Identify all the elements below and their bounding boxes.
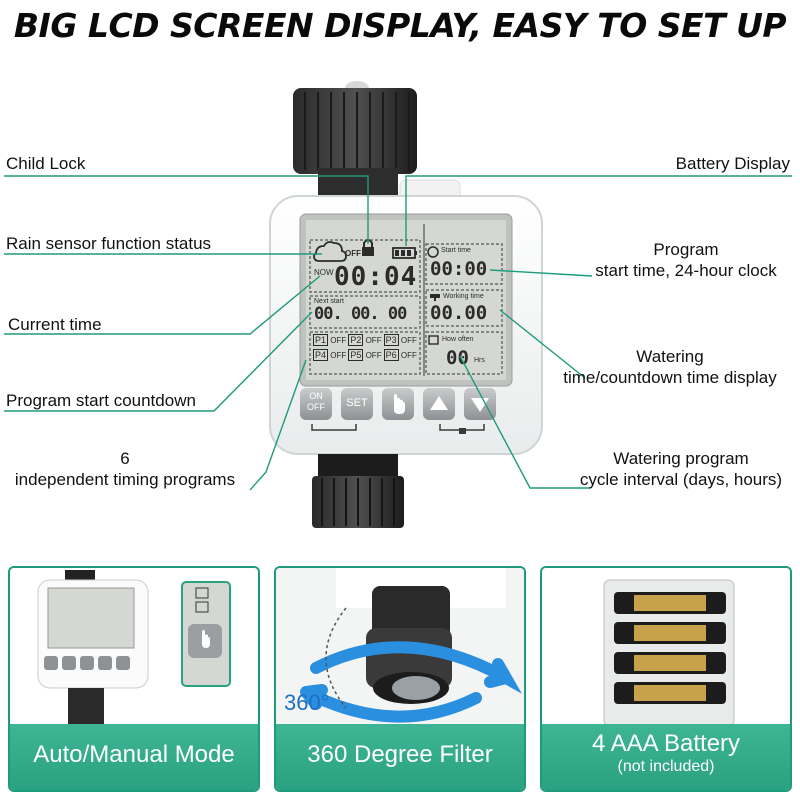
- callout-program-start: Program start time, 24-hour clock: [595, 240, 777, 280]
- battery-icon: [392, 247, 417, 259]
- program-slot: P1 OFF: [313, 334, 347, 346]
- lcd-clock: 00:04: [334, 262, 418, 292]
- program-slot: P3 OFF: [383, 334, 417, 346]
- callout-rain-sensor: Rain sensor function status: [6, 234, 212, 253]
- panel-title: 4 AAA Battery: [591, 730, 741, 757]
- hand-icon: [394, 394, 405, 414]
- lcd-start-time-label: Start time: [441, 247, 471, 254]
- mini-timer-photo: [10, 568, 258, 728]
- callout-countdown: Program start countdown: [6, 391, 196, 410]
- bottom-nut: [318, 454, 398, 476]
- panel-title: 360 Degree Filter: [307, 741, 493, 768]
- clock-icon: [427, 246, 439, 258]
- program-slot: P5 OFF: [348, 349, 382, 361]
- callout-battery-display: Battery Display: [675, 154, 790, 173]
- set-button[interactable]: SET: [346, 397, 368, 409]
- lcd-how-often-value: 00: [446, 347, 469, 369]
- up-arrow-icon: [430, 396, 448, 410]
- panel-auto-manual: Auto/Manual Mode: [8, 566, 260, 792]
- lcd-now-label: NOW: [314, 268, 334, 277]
- lcd-start-time-value: 00:00: [430, 258, 488, 280]
- callout-cycle-interval: Watering program cycle interval (days, h…: [579, 449, 783, 489]
- callout-lines: [4, 175, 792, 491]
- lcd-screen: [306, 220, 506, 380]
- panel-subtitle: (not included): [617, 758, 715, 775]
- callout-child-lock: Child Lock: [6, 154, 86, 173]
- rain-cloud-icon: [313, 241, 347, 262]
- program-grid: P1 OFF P2 OFF P3 OFF P4 OFF P5 OFF P6 OF…: [313, 334, 419, 361]
- on-off-button[interactable]: ON OFF: [307, 391, 325, 412]
- panel-filter: 360° 360 Degree Filter: [274, 566, 526, 792]
- callout-six-programs: 6 independent timing programs: [14, 449, 236, 489]
- panel-title: Auto/Manual Mode: [33, 741, 235, 768]
- mini-hand-icon: [202, 630, 210, 648]
- top-nut: [293, 88, 417, 174]
- panel-band: 360 Degree Filter: [276, 724, 524, 790]
- calendar-icon: [428, 335, 439, 345]
- lcd-next-start-value: 00. 00. 00: [314, 304, 407, 324]
- callout-current-time: Current time: [8, 315, 102, 334]
- panel-band: 4 AAA Battery (not included): [542, 724, 790, 790]
- lcd-how-often-label: How often: [442, 336, 474, 343]
- lcd-working-time-label: Working time: [443, 293, 484, 300]
- rotate-arrow-icon: [310, 641, 522, 694]
- tap-icon: [430, 294, 440, 301]
- battery-photo: [542, 568, 790, 728]
- program-slot: P6 OFF: [383, 349, 417, 361]
- timer-device: [269, 81, 543, 528]
- button-row: [300, 388, 496, 420]
- filter-photo: [276, 568, 524, 728]
- program-slot: P4 OFF: [313, 349, 347, 361]
- panel-battery: 4 AAA Battery (not included): [540, 566, 792, 792]
- degree-badge: 360°: [284, 690, 330, 715]
- lcd-next-start-label: Next start: [314, 298, 344, 305]
- callout-watering-time: Watering time/countdown time display: [563, 347, 777, 387]
- lcd-hrs-label: Hrs: [474, 357, 485, 364]
- headline: BIG LCD SCREEN DISPLAY, EASY TO SET UP: [13, 6, 787, 45]
- lcd-working-time-value: 00.00: [430, 302, 488, 324]
- lcd-off-label: OFF: [345, 249, 361, 258]
- panel-band: Auto/Manual Mode: [10, 724, 258, 790]
- program-slot: P2 OFF: [348, 334, 382, 346]
